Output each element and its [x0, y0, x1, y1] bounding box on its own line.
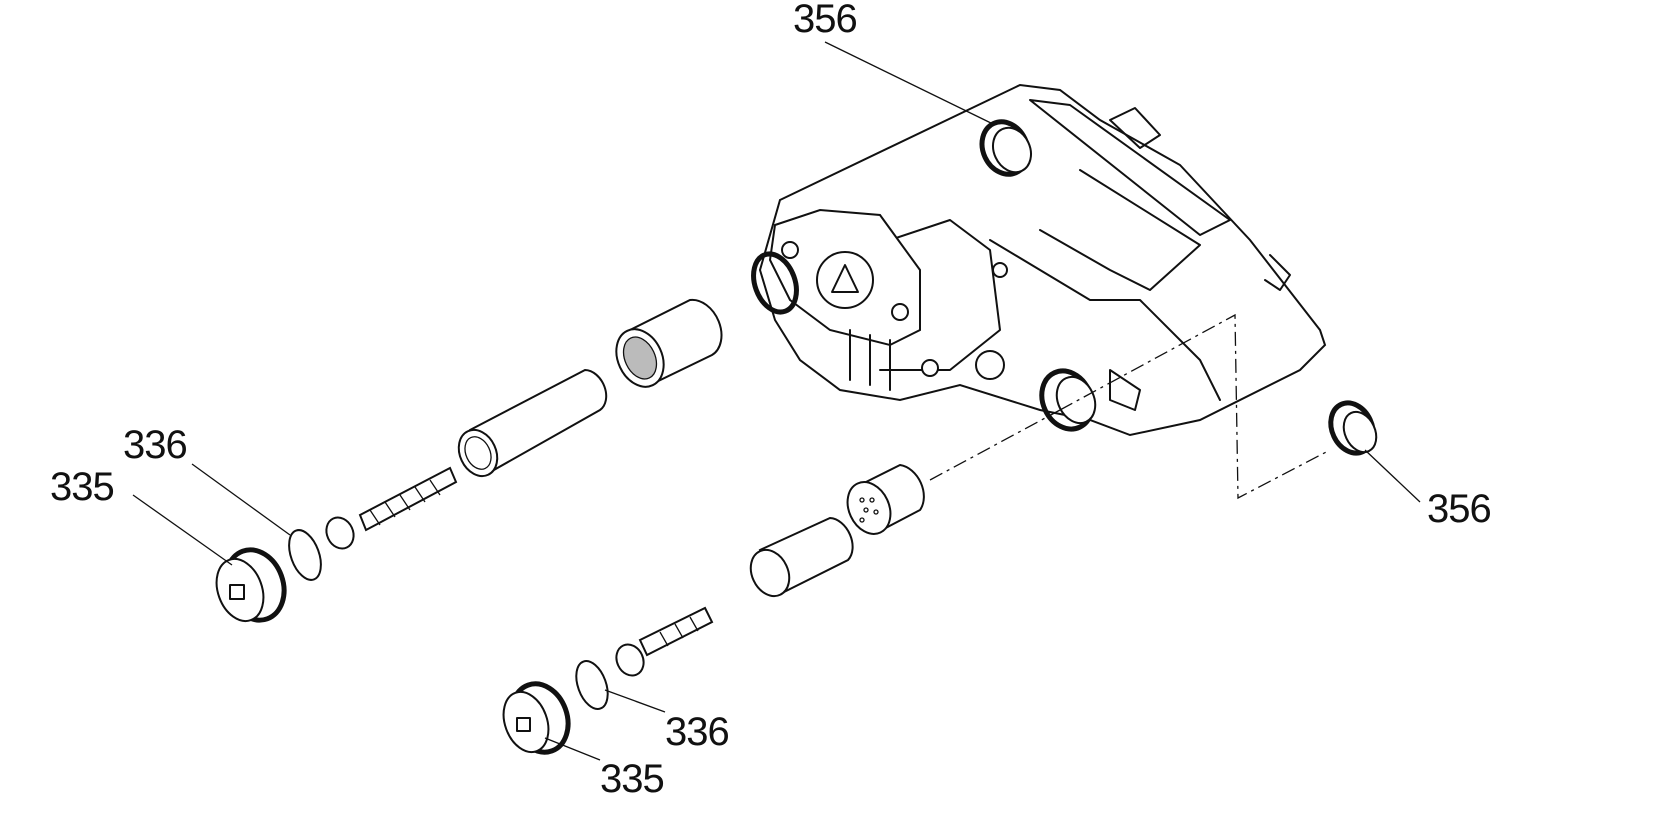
cap-335-lower [502, 681, 571, 755]
callout-335-upper: 335 [50, 465, 114, 509]
leader-lines [132, 41, 1421, 761]
retaining-ring-336-upper [288, 529, 322, 581]
upper-bushing [615, 298, 723, 388]
callout-336-upper: 336 [123, 423, 187, 467]
caliper-housing [758, 83, 1327, 437]
callout-356-right: 356 [1427, 487, 1491, 531]
lower-guide-sleeve [749, 516, 854, 598]
seal-left [751, 251, 799, 315]
cap-335-upper [215, 547, 287, 623]
upper-bolt [325, 466, 458, 550]
centerline [929, 313, 1331, 500]
lower-bolt [615, 606, 714, 677]
lower-bushing [846, 463, 925, 535]
callout-356-top: 356 [793, 0, 857, 41]
callout-335-lower: 335 [600, 757, 664, 801]
upper-guide-sleeve [457, 368, 608, 478]
callout-336-lower: 336 [665, 710, 729, 754]
retaining-ring-336-lower [575, 660, 609, 710]
